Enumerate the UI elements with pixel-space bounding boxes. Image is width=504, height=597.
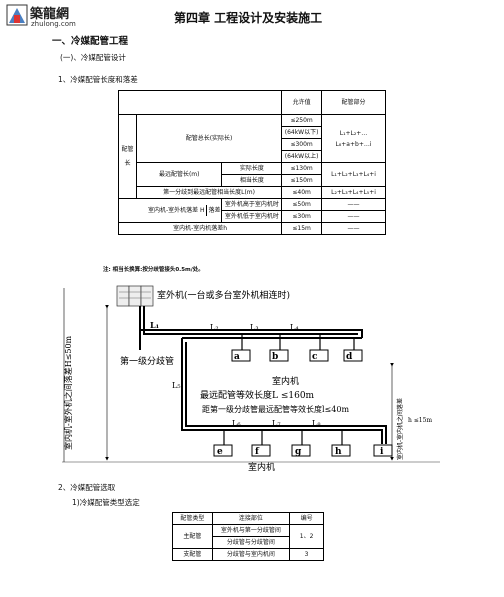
out-low-val: ≤30m (281, 210, 323, 223)
pipe-type-table: 配管类型 连接部位 编号 主配管 室外机与第一分歧管间 1、2 分歧管与分歧管间… (172, 512, 324, 561)
indoor-indoor-part: —— (321, 222, 386, 235)
total-cond-2: (64kW以上) (281, 150, 323, 163)
drop-H-label: 室内机-室外机之间落差H≤50m (63, 335, 73, 450)
pipe-L5: L₅ (172, 381, 181, 390)
indoor-unit-i: i (380, 447, 384, 457)
section-heading: 一、冷媒配管工程 (52, 36, 129, 47)
main-no: 1、2 (289, 524, 324, 549)
table-note: 注: 相当长换算:按分歧管接头0.5m/处。 (103, 267, 204, 273)
logo-name: 築龍網 (30, 7, 70, 22)
total-label: 配管总长(实际长) (135, 114, 283, 163)
pipe-length-table: 允许值 配管部分 配管长 配管总长(实际长) ≤250m L₁+L₂+…L₈+a… (117, 90, 386, 235)
out-high-part: —— (321, 198, 386, 211)
indoor-unit-label: 室内机 (272, 375, 299, 387)
out-high-val: ≤50m (281, 198, 323, 211)
main-pos-1: 室外机与第一分歧管间 (211, 524, 291, 537)
subsection-heading: (一)、冷媒配管设计 (60, 53, 126, 62)
logo-mark (6, 4, 28, 26)
total-part: L₁+L₂+…L₈+a+b+…i (321, 114, 386, 163)
item2-heading: 2、冷媒配管选取 (58, 483, 116, 492)
pipe-L6: L₆ (232, 419, 241, 428)
far-actual-label: 实际长度 (221, 162, 283, 175)
far-equiv-label: 相当长度 (221, 174, 283, 187)
indoor-unit-g: g (295, 447, 302, 457)
chapter-title: 第四章 工程设计及安装施工 (174, 11, 323, 25)
total-val-2: ≤300m (281, 138, 323, 151)
pipe-L4: L₄ (290, 323, 299, 332)
far-actual-val: ≤130m (281, 162, 323, 175)
piping-diagram: 室外机(一台或多台室外机相连时) 室内机-室外机之间落差H≤50m a b c … (62, 285, 440, 473)
total-val-1: ≤250m (281, 114, 323, 127)
header-allow: 允许值 (281, 90, 323, 115)
logo-url: zhulong.com (31, 20, 76, 28)
h-no: 编号 (289, 512, 324, 525)
out-low-part: —— (321, 210, 386, 223)
header-part: 配管部分 (321, 90, 386, 115)
main-pipe: 主配管 (172, 524, 213, 549)
pipe-L8: L₈ (312, 419, 321, 428)
far-label: 最远配管长(m) (135, 162, 223, 187)
indoor-unit-f: f (255, 447, 260, 457)
pipe-L3: L₃ (250, 323, 259, 332)
total-cond-1: (64kW以下) (281, 126, 323, 139)
main-pos-2: 分歧管与分歧管间 (211, 536, 291, 549)
indoor-unit-a: a (234, 352, 240, 362)
branch-no: 3 (289, 548, 324, 561)
branch-val: ≤40m (281, 186, 323, 199)
indoor-indoor-label: 室内机-室内机落差h (117, 222, 283, 235)
h-pos: 连接部位 (211, 512, 291, 525)
max-length-label: 最远配管等效长度L ≤160m (200, 389, 315, 401)
item2-1-heading: 1)冷媒配管类型选定 (72, 498, 140, 507)
indoor-unit-e: e (217, 447, 223, 457)
pipe-L1: L₁ (150, 320, 159, 330)
pipe-L7: L₇ (272, 419, 281, 428)
first-to-far-label: 距第一级分歧管最远配管等效长度l≤40m (202, 404, 349, 414)
far-part: L₁+L₂+L₃+L₄+i (321, 162, 386, 187)
pipe-L2: L₂ (210, 323, 219, 332)
branch-pos: 分歧管与室内机间 (211, 548, 291, 561)
drop-h-label: 室内机-室内机之间落差 (396, 398, 404, 460)
indoor-unit-b: b (272, 352, 278, 362)
indoor-unit-c: c (312, 352, 318, 362)
drop-h-value: h ≤15m (408, 417, 432, 424)
branch-part: L₂+L₃+L₄+L₅+i (321, 186, 386, 199)
indoor-out-label: 室内机-室外机落差 H 落差 (117, 198, 223, 223)
indoor-indoor-val: ≤15m (281, 222, 323, 235)
branch-label: 第一分歧到最远配管相当长度L(m) (135, 186, 283, 199)
h-type: 配管类型 (172, 512, 213, 525)
outdoor-unit-icon (116, 285, 154, 307)
branch-pipe: 支配管 (172, 548, 213, 561)
indoor-unit-bottom-label: 室内机 (248, 461, 275, 473)
indoor-unit-h: h (335, 447, 342, 457)
far-equiv-val: ≤150m (281, 174, 323, 187)
first-branch-label: 第一级分歧管 (120, 355, 174, 367)
outdoor-unit-label: 室外机(一台或多台室外机相连时) (157, 289, 290, 301)
out-high-label: 室外机高于室内机时 (221, 198, 283, 211)
out-low-label: 室外机低于室内机时 (221, 210, 283, 223)
group-label: 配管长 (118, 114, 137, 199)
item-heading: 1、冷媒配管长度和落差 (58, 75, 138, 84)
indoor-unit-d: d (346, 352, 353, 362)
